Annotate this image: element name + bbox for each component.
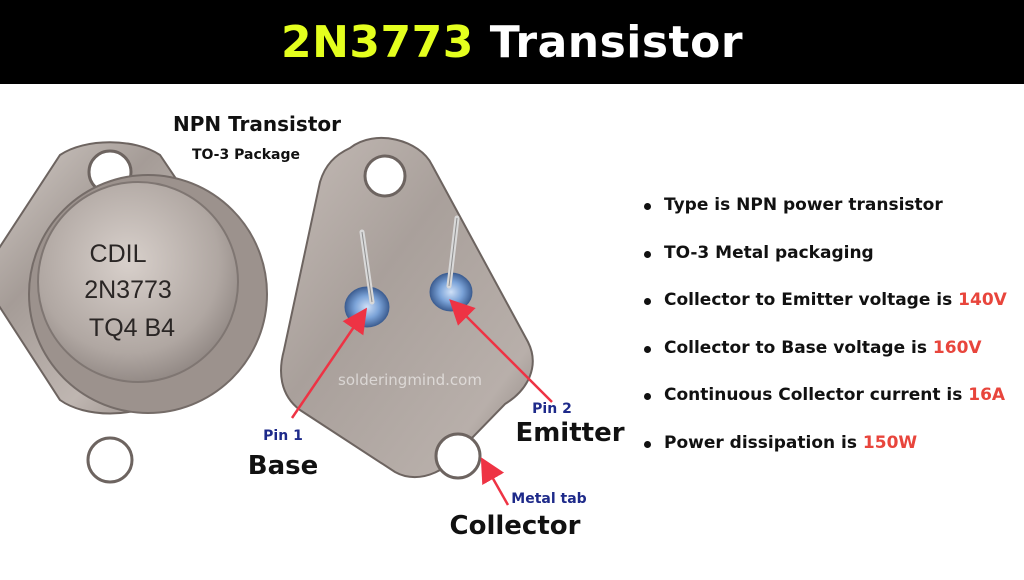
mounting-hole-top-right [363,154,407,198]
spec-text: Collector to Base voltage is [664,337,933,358]
bullet-icon [644,298,651,305]
package-label: TO-3 Package [192,147,300,163]
base-arrow [290,307,368,419]
base-pin-lead-edge [361,231,373,303]
base-label: Base [248,451,318,481]
page-title: 2N3773 Transistor [281,17,743,68]
spec-value: 160V [932,337,982,358]
spec-value: 150W [862,432,918,453]
transistor-bottom-view: solderingmind.com [280,136,534,480]
body-marking-line-3: TQ4 B4 [89,314,175,342]
transistor-figure: CDIL 2N3773 TQ4 B4 solderingmind.com NPN… [0,84,640,576]
spec-item: Continuous Collector current is 16A [640,385,1024,433]
spec-value: 16A [968,385,1006,405]
pin2-label: Pin 2 [532,401,572,417]
title-part-number: 2N3773 [280,16,474,68]
spec-item: Power dissipation is 150W [640,433,1024,481]
body-marking-line-1: CDIL [90,240,147,268]
base-pin-insulator [344,286,390,328]
watermark: solderingmind.com [338,371,482,389]
emitter-arrow [449,299,553,403]
metal-tab-label: Metal tab [511,491,586,507]
spec-item: Type is NPN power transistor [640,195,1024,243]
mounting-hole-bottom [86,436,134,484]
spec-item: Collector to Base voltage is 160V [640,338,1024,386]
mounting-hole-bottom-right [434,432,482,480]
metal-tab-collector [280,136,534,478]
transistor-type-label: NPN Transistor [173,112,341,136]
spec-value: 140V [958,290,1007,310]
bullet-icon [644,393,651,400]
transistor-illustration: CDIL 2N3773 TQ4 B4 solderingmind.com NPN… [0,112,625,541]
emitter-pin-lead-edge [448,217,458,287]
emitter-label: Emitter [515,418,624,448]
spec-text: Type is NPN power transistor [664,195,943,215]
bullet-icon [644,345,651,353]
title-word: Transistor [489,16,744,68]
spec-text: Continuous Collector current is [664,385,969,405]
collector-label: Collector [450,511,581,541]
spec-text: TO-3 Metal packaging [664,242,874,263]
body-marking-line-2: 2N3773 [84,276,172,304]
title-bar: 2N3773 Transistor [0,0,1024,84]
spec-text: Collector to Emitter voltage is [664,290,959,310]
spec-item: Collector to Emitter voltage is 140V [640,290,1024,338]
pin1-label: Pin 1 [263,428,303,444]
bullet-icon [644,250,651,258]
can-cap [37,181,239,383]
bullet-icon [644,440,651,448]
bullet-icon [644,203,651,210]
spec-item: TO-3 Metal packaging [640,243,1024,291]
collector-arrow [480,457,510,506]
spec-text: Power dissipation is [664,432,863,453]
transistor-top-view: CDIL 2N3773 TQ4 B4 [0,141,268,484]
spec-list: Type is NPN power transistor TO-3 Metal … [640,195,1024,480]
